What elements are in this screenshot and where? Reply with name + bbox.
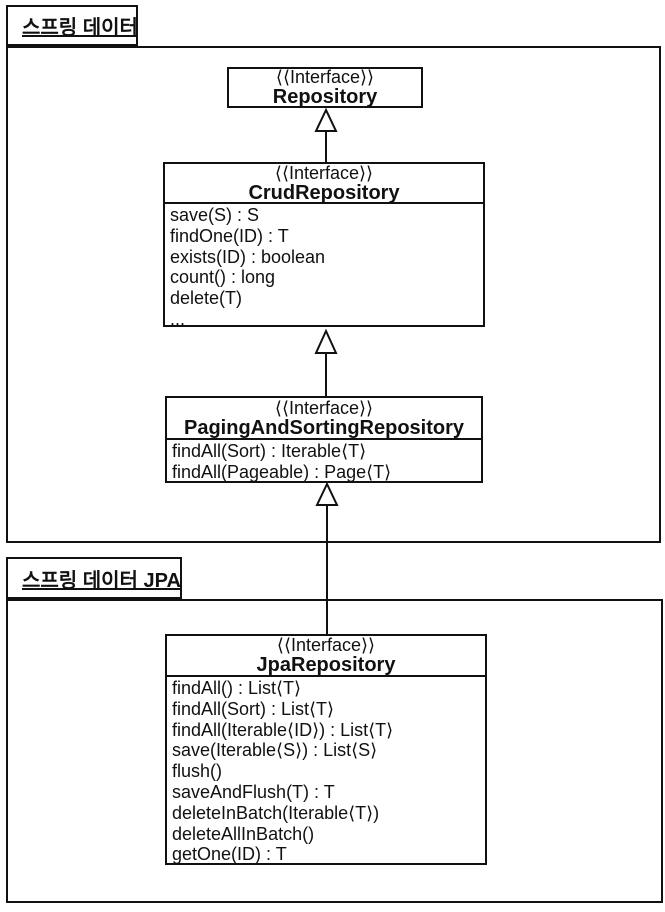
method-item: findAll() : List⟨T⟩: [172, 678, 302, 698]
class-box-crud-repository: ⟨⟨Interface⟩⟩ CrudRepository save(S) : S…: [163, 162, 485, 327]
method-item: exists(ID) : boolean: [170, 246, 326, 267]
class-header-repository: ⟨⟨Interface⟩⟩ Repository: [229, 67, 421, 108]
method-list-jpa-repository: findAll() : List⟨T⟩findAll(Sort) : List⟨…: [167, 677, 485, 865]
method-item: findOne(ID) : T: [170, 225, 289, 246]
package-tab-spring-data-jpa: 스프링 데이터 JPA: [6, 557, 182, 599]
method-item: count() : long: [170, 267, 276, 288]
method-item: findAll(Pageable) : Page⟨T⟩: [172, 461, 392, 482]
stereotype-label: ⟨⟨Interface⟩⟩: [274, 397, 374, 418]
stereotype-label: ⟨⟨Interface⟩⟩: [275, 67, 375, 87]
method-item: findAll(Sort) : List⟨T⟩: [172, 698, 335, 719]
method-item: delete(T): [170, 288, 243, 309]
method-item: ...: [170, 308, 186, 327]
class-header-jpa-repository: ⟨⟨Interface⟩⟩ JpaRepository: [167, 636, 485, 677]
method-list-paging-and-sorting-repository: findAll(Sort) : Iterable⟨T⟩findAll(Pagea…: [167, 440, 481, 483]
package-label-spring-data-jpa: 스프링 데이터 JPA: [22, 569, 181, 592]
class-box-paging-and-sorting-repository: ⟨⟨Interface⟩⟩ PagingAndSortingRepository…: [165, 396, 483, 483]
method-item: findAll(Sort) : Iterable⟨T⟩: [172, 441, 367, 461]
method-item: findAll(Iterable⟨ID⟩) : List⟨T⟩: [172, 719, 394, 740]
stereotype-label: ⟨⟨Interface⟩⟩: [274, 162, 374, 183]
class-box-jpa-repository: ⟨⟨Interface⟩⟩ JpaRepository findAll() : …: [165, 634, 487, 865]
class-header-crud-repository: ⟨⟨Interface⟩⟩ CrudRepository: [165, 162, 483, 204]
class-name-crud-repository: CrudRepository: [248, 181, 400, 204]
stereotype-label: ⟨⟨Interface⟩⟩: [276, 635, 376, 655]
package-label-spring-data: 스프링 데이터: [22, 17, 138, 39]
class-header-paging-and-sorting-repository: ⟨⟨Interface⟩⟩ PagingAndSortingRepository: [167, 398, 481, 440]
method-item: save(S) : S: [170, 205, 260, 225]
class-box-repository: ⟨⟨Interface⟩⟩ Repository: [227, 67, 423, 108]
class-name-repository: Repository: [272, 86, 378, 108]
method-item: getOne(ID) : T: [172, 844, 287, 865]
class-name-paging-and-sorting-repository: PagingAndSortingRepository: [184, 416, 464, 439]
method-item: flush(): [172, 761, 223, 782]
package-tab-spring-data: 스프링 데이터: [6, 5, 138, 46]
method-item: deleteInBatch(Iterable⟨T⟩): [172, 802, 380, 823]
method-item: save(Iterable⟨S⟩) : List⟨S⟩: [172, 740, 378, 761]
class-name-jpa-repository: JpaRepository: [256, 654, 396, 676]
method-item: saveAndFlush(T) : T: [172, 781, 335, 802]
method-item: deleteAllInBatch(): [172, 823, 315, 844]
